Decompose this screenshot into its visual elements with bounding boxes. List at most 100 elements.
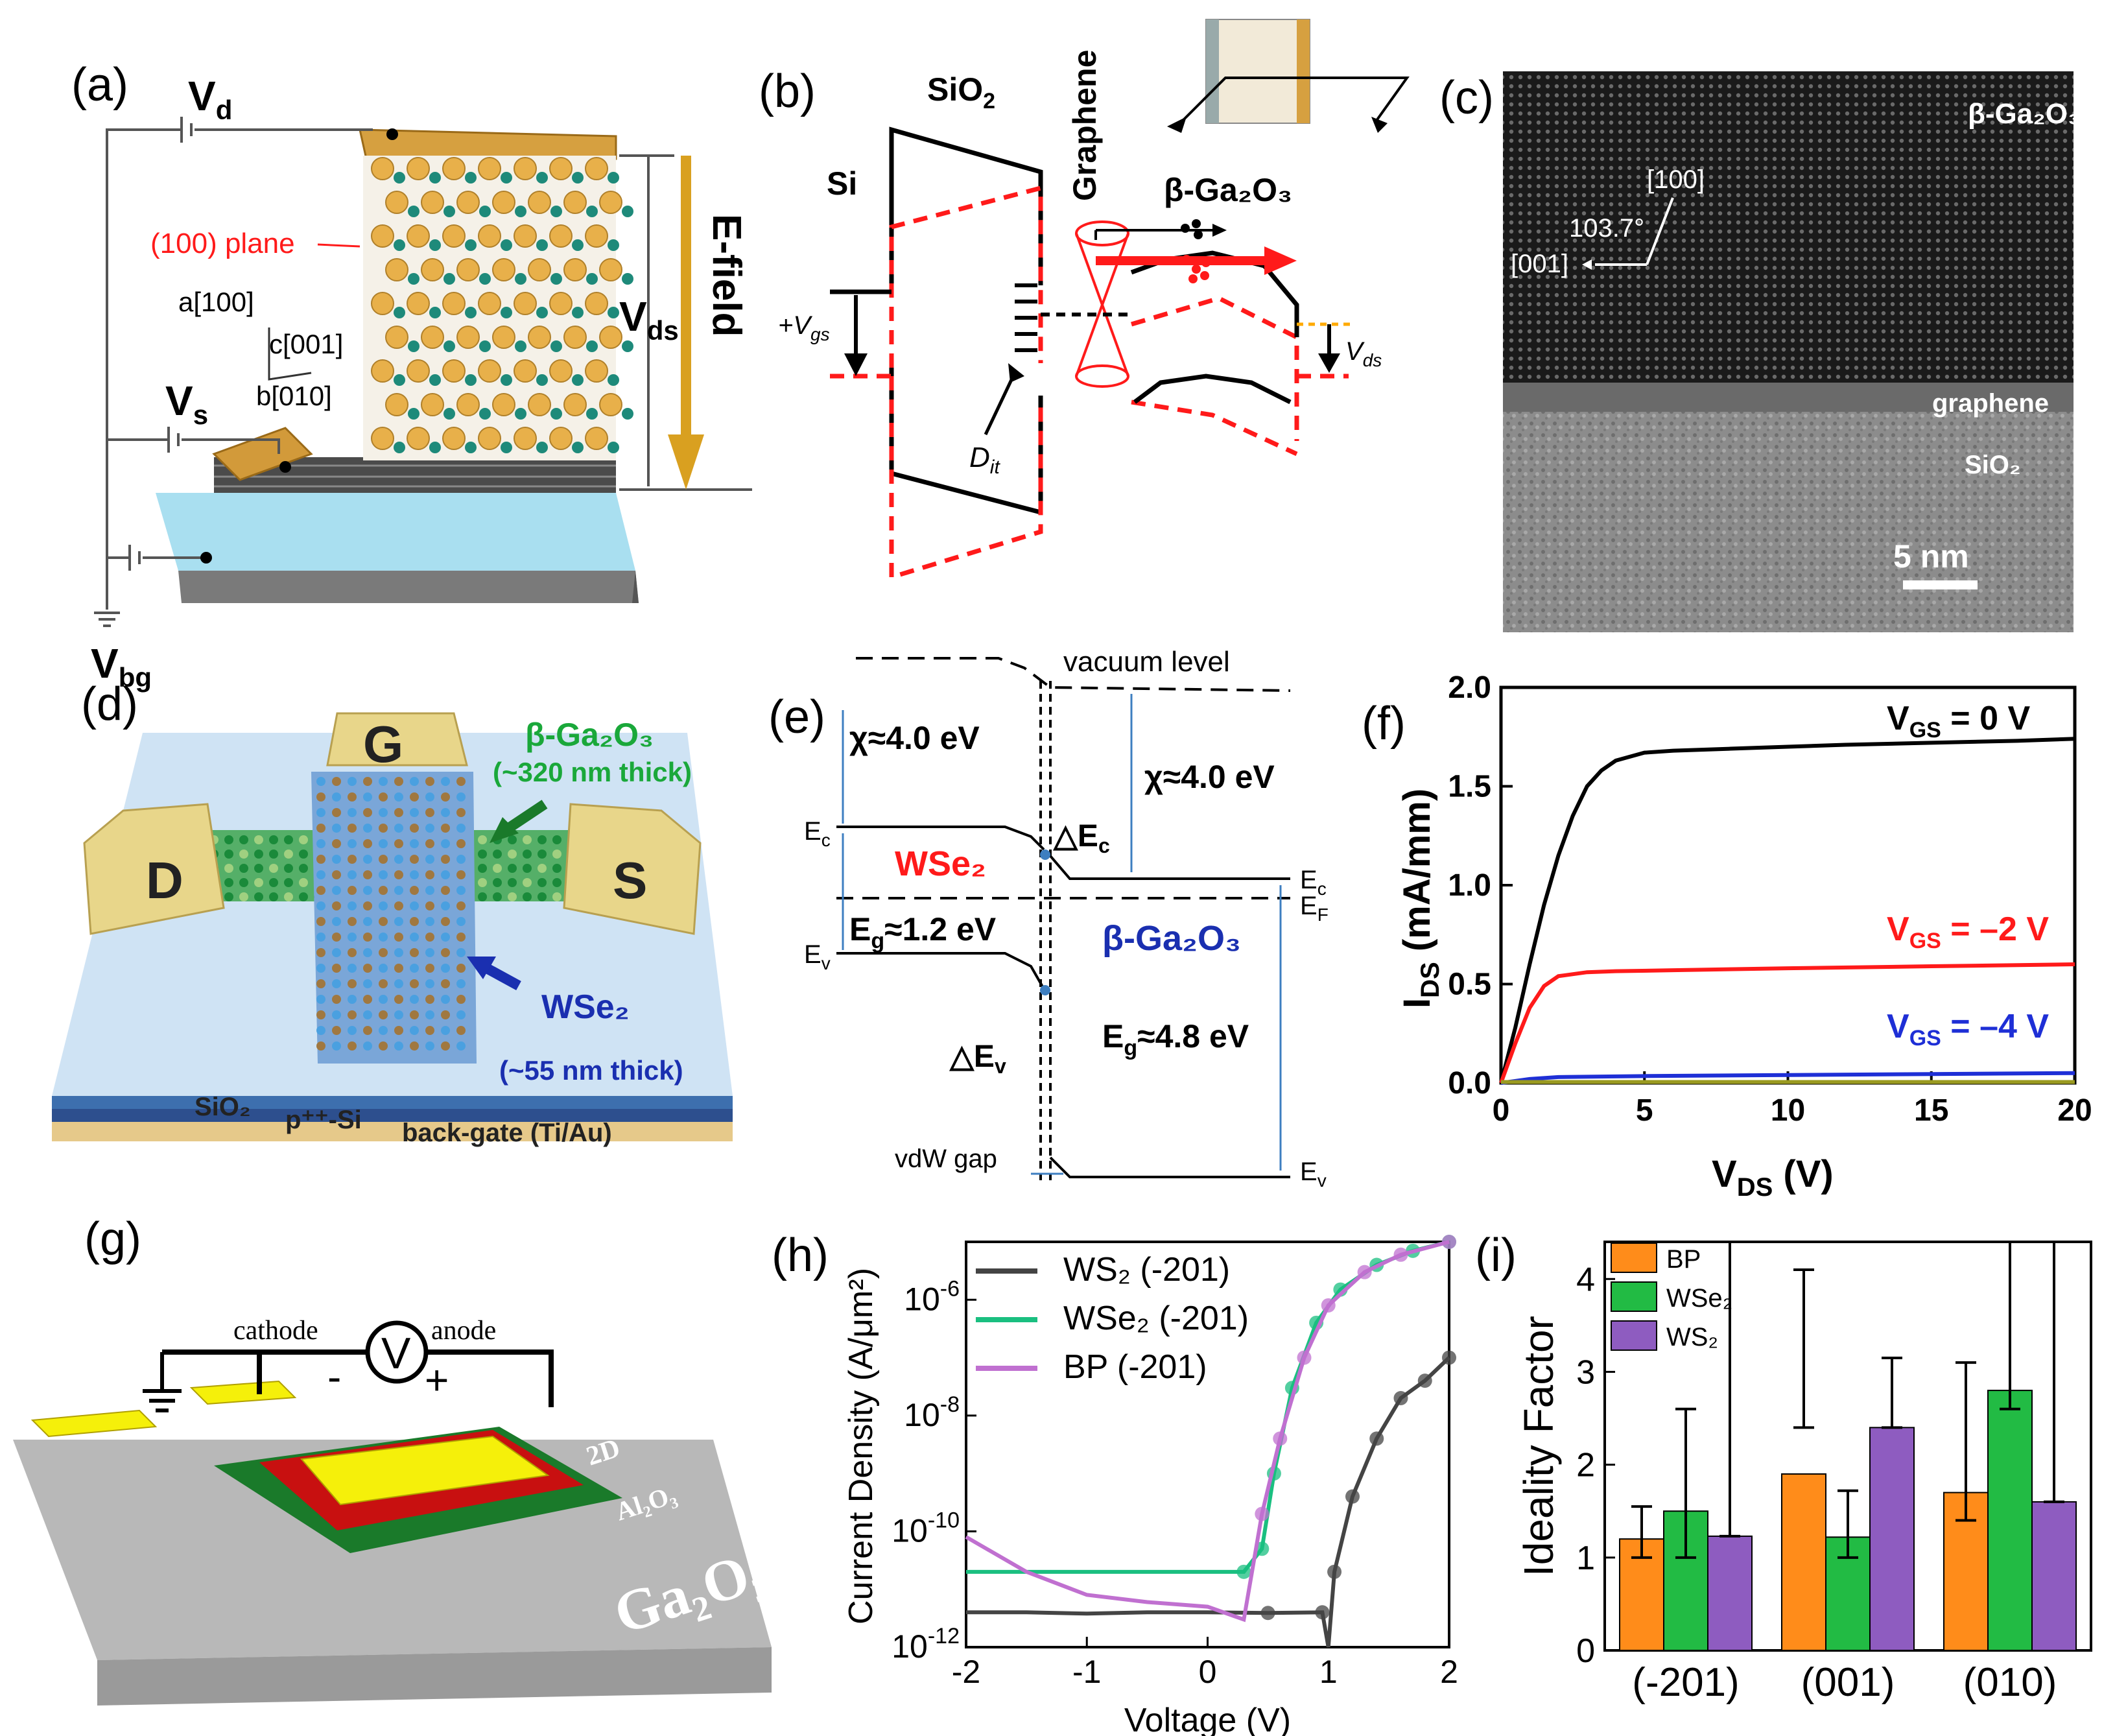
anode-pad xyxy=(300,1435,550,1506)
ga2o3-crystal xyxy=(363,156,633,460)
bar xyxy=(2031,1501,2077,1652)
ga-atom xyxy=(549,157,573,180)
vds-label-b: Vds xyxy=(1345,337,1382,370)
drain-electrode-d: D xyxy=(83,803,225,935)
wse2-atom xyxy=(441,1026,450,1035)
scale-bar xyxy=(1903,580,1978,589)
wse2-atom xyxy=(425,792,434,802)
data-point xyxy=(1297,1350,1312,1365)
o-atom xyxy=(501,442,512,453)
ga2o3-label-d: β-Ga₂O₃ xyxy=(525,717,654,753)
axis-a-label: a[100] xyxy=(178,287,254,317)
wse2-atom xyxy=(441,1041,450,1051)
tem-ga2o3-region xyxy=(1503,71,2074,383)
x-tick-label: 2 xyxy=(1440,1654,1458,1690)
legend-label: VGS = –4 V xyxy=(1887,1008,2049,1051)
plane-label: (100) plane xyxy=(150,228,295,259)
ga2o3-atom xyxy=(254,878,263,887)
series-line xyxy=(966,1356,1451,1648)
ga2o3-atom xyxy=(508,850,517,859)
wse2-atom xyxy=(410,933,419,942)
sio2-label-d: SiO₂ xyxy=(195,1093,251,1121)
legend-label: WS₂ xyxy=(1666,1323,1718,1351)
ga2o3-atom xyxy=(523,850,532,859)
o-atom xyxy=(550,340,562,352)
wse2-atom xyxy=(316,824,325,833)
wse2-atom xyxy=(410,1026,419,1035)
o-atom xyxy=(550,206,562,217)
wse2-atom xyxy=(425,995,434,1004)
wse2-atom xyxy=(316,917,325,926)
wse2-atom xyxy=(425,808,434,817)
y-tick-exp: -10 xyxy=(928,1508,960,1532)
y-axis-label-part: I xyxy=(1396,998,1438,1008)
o-atom xyxy=(479,273,491,285)
o-atom xyxy=(408,340,419,352)
y-axis-label-part: DS xyxy=(1416,962,1445,998)
ga2o3-atom xyxy=(523,878,532,887)
wse2-atom xyxy=(410,808,419,817)
plus-label: + xyxy=(425,1357,449,1403)
wse2-atom xyxy=(425,1041,434,1051)
data-point xyxy=(1369,1431,1384,1446)
y-tick-label: 10-12 xyxy=(892,1624,960,1665)
wse2-atom xyxy=(456,933,466,942)
panel-e: (e) vacuum level χ≈4.0 eV χ≈4.0 eV Ec Ev… xyxy=(768,646,1329,1191)
wse2-atom xyxy=(363,933,372,942)
legend-label: WSe₂ xyxy=(1666,1284,1732,1313)
wse2-atom xyxy=(379,777,388,786)
wse2-atom xyxy=(348,901,357,910)
y-tick-base: 10 xyxy=(892,1628,928,1665)
wse2-atom xyxy=(363,839,372,848)
ga2o3-label-e: β-Ga₂O₃ xyxy=(1102,919,1241,958)
series-line xyxy=(1499,962,2075,1084)
ga2o3-atom xyxy=(299,878,308,887)
data-point xyxy=(1417,1373,1432,1388)
source-electrode xyxy=(212,427,313,481)
wse2-atom xyxy=(394,948,403,957)
y-tick-label: 0.0 xyxy=(1448,1066,1491,1100)
wse2-atom xyxy=(394,1010,403,1019)
vdw-gap-label: vdW gap xyxy=(895,1145,997,1173)
y-axis-label: Ideality Factor xyxy=(1515,1316,1562,1576)
wse2-atom xyxy=(441,808,450,817)
wse2-atom xyxy=(363,777,372,786)
bar xyxy=(1869,1427,1915,1651)
panel-d-label: (d) xyxy=(81,678,138,730)
o-atom xyxy=(394,374,405,386)
wse2-atom xyxy=(394,777,403,786)
vds-label: Vds xyxy=(619,293,679,346)
wse2-atom xyxy=(316,777,325,786)
ga2o3-atom xyxy=(254,835,263,844)
wse2-atom xyxy=(363,964,372,973)
wse2-atom xyxy=(425,886,434,895)
panel-g: (g) V cathode anode - + 2D Al₂O₃ Ga₂O₃ xyxy=(13,1213,774,1706)
wse2-atom xyxy=(410,964,419,973)
o-atom xyxy=(515,206,526,217)
wse2-atom xyxy=(394,870,403,879)
band-lines xyxy=(836,657,1291,1180)
wse2-atom xyxy=(425,824,434,833)
wse2-atom xyxy=(410,1041,419,1051)
data-point xyxy=(1327,1564,1342,1579)
o-atom xyxy=(443,206,455,217)
ef-label: EF xyxy=(1300,892,1329,925)
ga2o3-atom xyxy=(538,864,547,873)
backgate-label: back-gate (Ti/Au) xyxy=(402,1119,612,1147)
minus-label: - xyxy=(327,1353,341,1400)
y-tick-label: 2.0 xyxy=(1448,671,1491,705)
ga2o3-atom xyxy=(224,892,233,901)
wse2-atom xyxy=(425,855,434,864)
ga-atom xyxy=(421,258,444,281)
ga2o3-atom xyxy=(239,878,248,887)
y-tick-label: 4 xyxy=(1576,1261,1595,1298)
panel-e-label: (e) xyxy=(768,691,825,743)
legend-swatch xyxy=(1611,1243,1657,1273)
wse2-label-d: WSe₂ xyxy=(541,988,630,1026)
x-tick-label: 0 xyxy=(1493,1093,1510,1128)
wse2-atom xyxy=(425,917,434,926)
o-atom xyxy=(465,442,477,453)
ga-atom xyxy=(492,191,515,214)
ga-atom xyxy=(585,157,608,180)
ga-atom xyxy=(585,359,608,383)
